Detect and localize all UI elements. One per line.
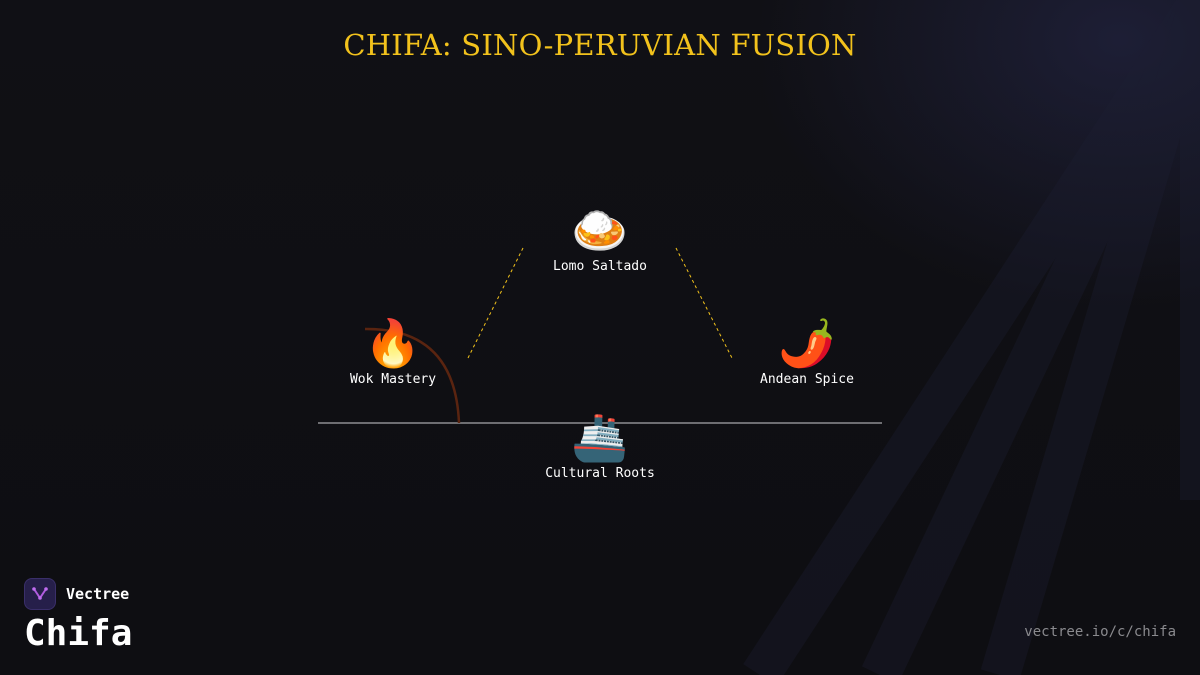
ship-icon: 🚢: [571, 412, 629, 463]
node-label: Cultural Roots: [545, 466, 655, 481]
node-label: Wok Mastery: [349, 372, 437, 387]
fire-icon: 🔥: [364, 318, 422, 369]
node-label: Andean Spice: [760, 372, 854, 387]
topic-title: Chifa: [24, 613, 133, 654]
brand-name: Vectree: [66, 585, 130, 603]
page-title: CHIFA: SINO-PERUVIAN FUSION: [343, 28, 857, 62]
node-lomo-saltado: 🍛 Lomo Saltado: [510, 203, 690, 274]
chili-pepper-icon: 🌶️: [778, 318, 836, 369]
connector-left: [467, 247, 524, 359]
source-url[interactable]: vectree.io/c/chifa: [1024, 624, 1176, 640]
node-andean-spice: 🌶️ Andean Spice: [717, 316, 897, 387]
heat-arc: [364, 327, 461, 424]
curry-rice-icon: 🍛: [571, 205, 629, 256]
node-cultural-roots: 🚢 Cultural Roots: [510, 410, 690, 481]
node-label: Lomo Saltado: [553, 259, 647, 274]
connector-right: [675, 247, 733, 359]
vectree-logo-icon: [24, 578, 56, 610]
brand-block: Vectree Chifa: [24, 577, 324, 655]
node-wok-mastery: 🔥 Wok Mastery: [303, 316, 483, 387]
